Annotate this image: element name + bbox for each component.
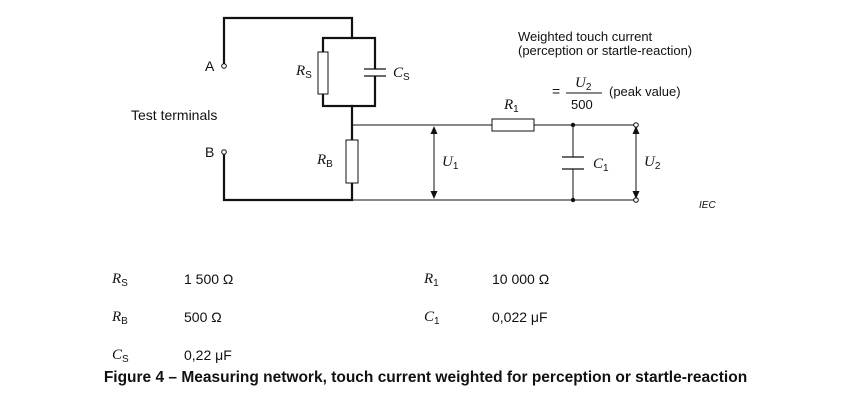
r1-value: 10 000 Ω <box>492 271 550 287</box>
c1-value: 0,022 μF <box>492 309 548 325</box>
weighted-current-subtitle: (perception or startle-reaction) <box>518 43 692 58</box>
r1-symbol: R1 <box>424 270 439 289</box>
junction-dot-top <box>570 122 576 128</box>
values-row: CS 0,22 μF <box>112 336 652 374</box>
fraction-denominator: 500 <box>571 97 593 112</box>
thin-wiring <box>352 124 636 201</box>
r1-label: R1 <box>503 97 519 115</box>
c1-label: C1 <box>593 156 609 174</box>
rb-value: 500 Ω <box>184 309 222 325</box>
terminal-a-label: A <box>205 58 215 74</box>
equals-sign: = <box>552 83 560 99</box>
peak-value-label: (peak value) <box>609 84 681 99</box>
component-values-table: RS 1 500 Ω R1 10 000 Ω RB 500 Ω C1 0,022… <box>112 260 652 374</box>
values-row: RB 500 Ω C1 0,022 μF <box>112 298 652 336</box>
junction-dot-bottom <box>570 197 576 203</box>
terminal-b-circle <box>221 149 227 155</box>
weighted-current-title: Weighted touch current <box>518 29 653 44</box>
resistor-r1 <box>491 118 535 132</box>
u2-label: U2 <box>644 154 661 172</box>
terminal-a-circle <box>221 63 227 69</box>
rs-label: RS <box>295 63 312 81</box>
fraction-numerator: U2 <box>575 75 592 93</box>
u1-label: U1 <box>442 154 459 172</box>
terminal-b-label: B <box>205 144 214 160</box>
figure-caption: Figure 4 – Measuring network, touch curr… <box>103 369 748 386</box>
rb-label: RB <box>316 152 333 170</box>
voltage-arrow-u1 <box>430 126 438 199</box>
cs-value: 0,22 μF <box>184 347 232 363</box>
resistor-rs <box>317 51 329 95</box>
measuring-network-diagram: A B Test terminals RS CS RB R1 C1 U1 U2 … <box>131 16 716 211</box>
capacitor-cs <box>364 68 386 77</box>
rb-symbol: RB <box>112 308 128 327</box>
rs-value: 1 500 Ω <box>184 271 234 287</box>
capacitor-c1 <box>562 156 584 170</box>
cs-symbol: CS <box>112 346 129 365</box>
c1-symbol: C1 <box>424 308 440 327</box>
iec-mark: IEC <box>699 200 716 211</box>
test-terminals-label: Test terminals <box>131 107 217 123</box>
resistor-rb <box>345 139 359 184</box>
cs-label: CS <box>393 65 410 83</box>
voltage-arrow-u2 <box>632 126 640 199</box>
rs-symbol: RS <box>112 270 128 289</box>
values-row: RS 1 500 Ω R1 10 000 Ω <box>112 260 652 298</box>
